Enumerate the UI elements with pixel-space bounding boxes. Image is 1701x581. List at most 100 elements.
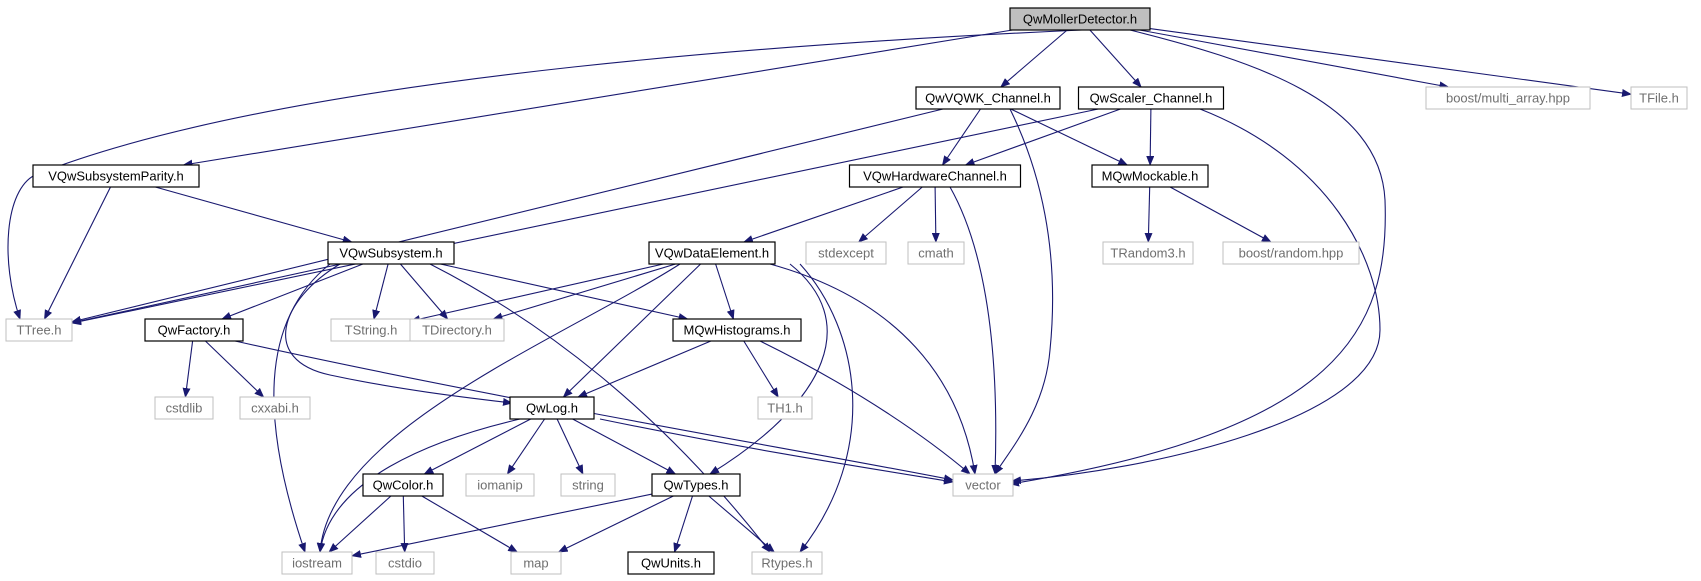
node-box — [952, 473, 1014, 497]
edge-vqwdataelement-h-to-vector — [769, 263, 978, 475]
node-box — [362, 473, 444, 497]
node-box — [627, 551, 715, 575]
edge-qwlog-h-to-iomanip — [506, 418, 546, 475]
edge-vqwsubsystem-h-to-qwlog-h — [285, 263, 513, 406]
edge-vqwhardwarechannel-h-to-vector — [949, 186, 1000, 475]
node-label: cstdlib — [166, 401, 203, 416]
node-label: cmath — [918, 246, 953, 261]
node-label: QwColor.h — [373, 478, 434, 493]
edge-vqwsubsystem-h-to-mqwhistograms-h — [440, 263, 689, 321]
node-cstdio: cstdio — [375, 551, 435, 575]
node-qwtypes-h[interactable]: QwTypes.h — [651, 473, 741, 497]
node-label: TFile.h — [1639, 91, 1679, 106]
node-box — [848, 164, 1022, 188]
node-cstdlib: cstdlib — [154, 396, 214, 420]
edge-qwtypes-h-to-qwunits-h — [673, 495, 694, 553]
node-box — [560, 473, 616, 497]
node-qwunits-h[interactable]: QwUnits.h — [627, 551, 715, 575]
edge-qwscaler-channel-h-to-vqwhardwarechannel-h — [964, 108, 1121, 166]
node-th1-h: TH1.h — [757, 396, 813, 420]
edge-qwvqwk-channel-h-to-vector — [994, 108, 1054, 475]
node-qwmollerdetector-h[interactable]: QwMollerDetector.h — [1009, 7, 1151, 31]
edge-qwmollerdetector-h-to-tfile-h — [1149, 28, 1632, 97]
edge-vqwhardwarechannel-h-to-vqwdataelement-h — [742, 186, 904, 243]
node-box — [509, 396, 595, 420]
node-label: stdexcept — [818, 246, 874, 261]
edge-qwcolor-h-to-cstdio — [400, 495, 409, 553]
node-label: VQwHardwareChannel.h — [863, 169, 1007, 184]
node-label: TTree.h — [16, 323, 61, 338]
edge-qwlog-h-to-qwcolor-h — [423, 418, 531, 475]
edge-qwvqwk-channel-h-to-ttree-h — [71, 108, 944, 324]
node-box — [1009, 7, 1151, 31]
node-mqwhistograms-h[interactable]: MQwHistograms.h — [672, 318, 802, 342]
edge-vqwsubsystemparity-h-to-ttree-h — [44, 186, 111, 320]
node-cmath: cmath — [907, 241, 965, 265]
node-label: TRandom3.h — [1110, 246, 1185, 261]
node-qwlog-h[interactable]: QwLog.h — [509, 396, 595, 420]
node-label: QwFactory.h — [158, 323, 231, 338]
edge-vqwsubsystemparity-h-to-vqwsubsystem-h — [155, 186, 353, 244]
node-box — [915, 86, 1061, 110]
edge-vqwsubsystem-h-to-tdirectory-h — [399, 263, 449, 320]
node-box — [651, 473, 741, 497]
node-mqwmockable-h[interactable]: MQwMockable.h — [1091, 164, 1209, 188]
edge-qwlog-h-to-qwtypes-h — [572, 418, 677, 475]
node-trandom3-h: TRandom3.h — [1102, 241, 1194, 265]
node-box — [154, 396, 214, 420]
edge-qwmollerdetector-h-to-qwscaler-channel-h — [1089, 29, 1142, 88]
node-box — [32, 164, 200, 188]
node-label: Rtypes.h — [761, 556, 812, 571]
edge-vqwdataelement-h-to-tstring-h — [410, 263, 664, 323]
node-label: string — [572, 478, 604, 493]
edge-qwmollerdetector-h-to-boost-multi-array-hpp — [1139, 29, 1450, 90]
node-vqwdataelement-h[interactable]: VQwDataElement.h — [648, 241, 776, 265]
edge-vqwhardwarechannel-h-to-stdexcept — [857, 186, 923, 243]
node-box — [144, 318, 244, 342]
edge-qwmollerdetector-h-to-vector — [1009, 29, 1386, 487]
node-box — [1102, 241, 1194, 265]
edge-qwvqwk-channel-h-to-mqwmockable-h — [1010, 108, 1129, 166]
node-label: iostream — [292, 556, 342, 571]
node-box — [805, 241, 887, 265]
edge-vqwdataelement-h-to-qwtypes-h — [709, 263, 828, 475]
node-box — [239, 396, 311, 420]
node-qwfactory-h[interactable]: QwFactory.h — [144, 318, 244, 342]
node-tfile-h: TFile.h — [1630, 86, 1688, 110]
edge-layer — [7, 28, 1632, 558]
edge-qwtypes-h-to-rtypes-h — [708, 495, 775, 553]
edge-qwfactory-h-to-vector — [234, 340, 954, 483]
node-boost-multi-array-hpp: boost/multi_array.hpp — [1425, 86, 1591, 110]
node-ttree-h: TTree.h — [5, 318, 73, 342]
edge-qwfactory-h-to-cxxabi-h — [205, 340, 265, 398]
node-label: QwTypes.h — [663, 478, 728, 493]
node-tdirectory-h: TDirectory.h — [409, 318, 505, 342]
node-box — [465, 473, 535, 497]
node-vector: vector — [952, 473, 1014, 497]
node-vqwhardwarechannel-h[interactable]: VQwHardwareChannel.h — [848, 164, 1022, 188]
edge-vqwsubsystem-h-to-iostream — [273, 263, 331, 553]
node-box — [510, 551, 562, 575]
edge-qwlog-h-to-vector — [599, 418, 954, 485]
node-box — [5, 318, 73, 342]
node-qwcolor-h[interactable]: QwColor.h — [362, 473, 444, 497]
node-vqwsubsystemparity-h[interactable]: VQwSubsystemParity.h — [32, 164, 200, 188]
edge-qwfactory-h-to-cstdlib — [182, 340, 194, 398]
node-vqwsubsystem-h[interactable]: VQwSubsystem.h — [327, 241, 455, 265]
node-stdexcept: stdexcept — [805, 241, 887, 265]
node-qwscaler-channel-h[interactable]: QwScaler_Channel.h — [1077, 86, 1225, 110]
node-box — [281, 551, 353, 575]
node-label: QwScaler_Channel.h — [1090, 91, 1213, 106]
node-box — [1630, 86, 1688, 110]
node-qwvqwk-channel-h[interactable]: QwVQWK_Channel.h — [915, 86, 1061, 110]
edge-qwtypes-h-to-map — [557, 495, 674, 553]
node-string: string — [560, 473, 616, 497]
node-rtypes-h: Rtypes.h — [751, 551, 823, 575]
edge-vqwdataelement-h-to-rtypes-h — [799, 263, 854, 553]
node-label: cxxabi.h — [251, 401, 299, 416]
edge-vqwdataelement-h-to-mqwhistograms-h — [715, 263, 735, 320]
node-label: VQwSubsystemParity.h — [48, 169, 184, 184]
node-label: boost/random.hpp — [1239, 246, 1344, 261]
node-iomanip: iomanip — [465, 473, 535, 497]
node-box — [1222, 241, 1360, 265]
